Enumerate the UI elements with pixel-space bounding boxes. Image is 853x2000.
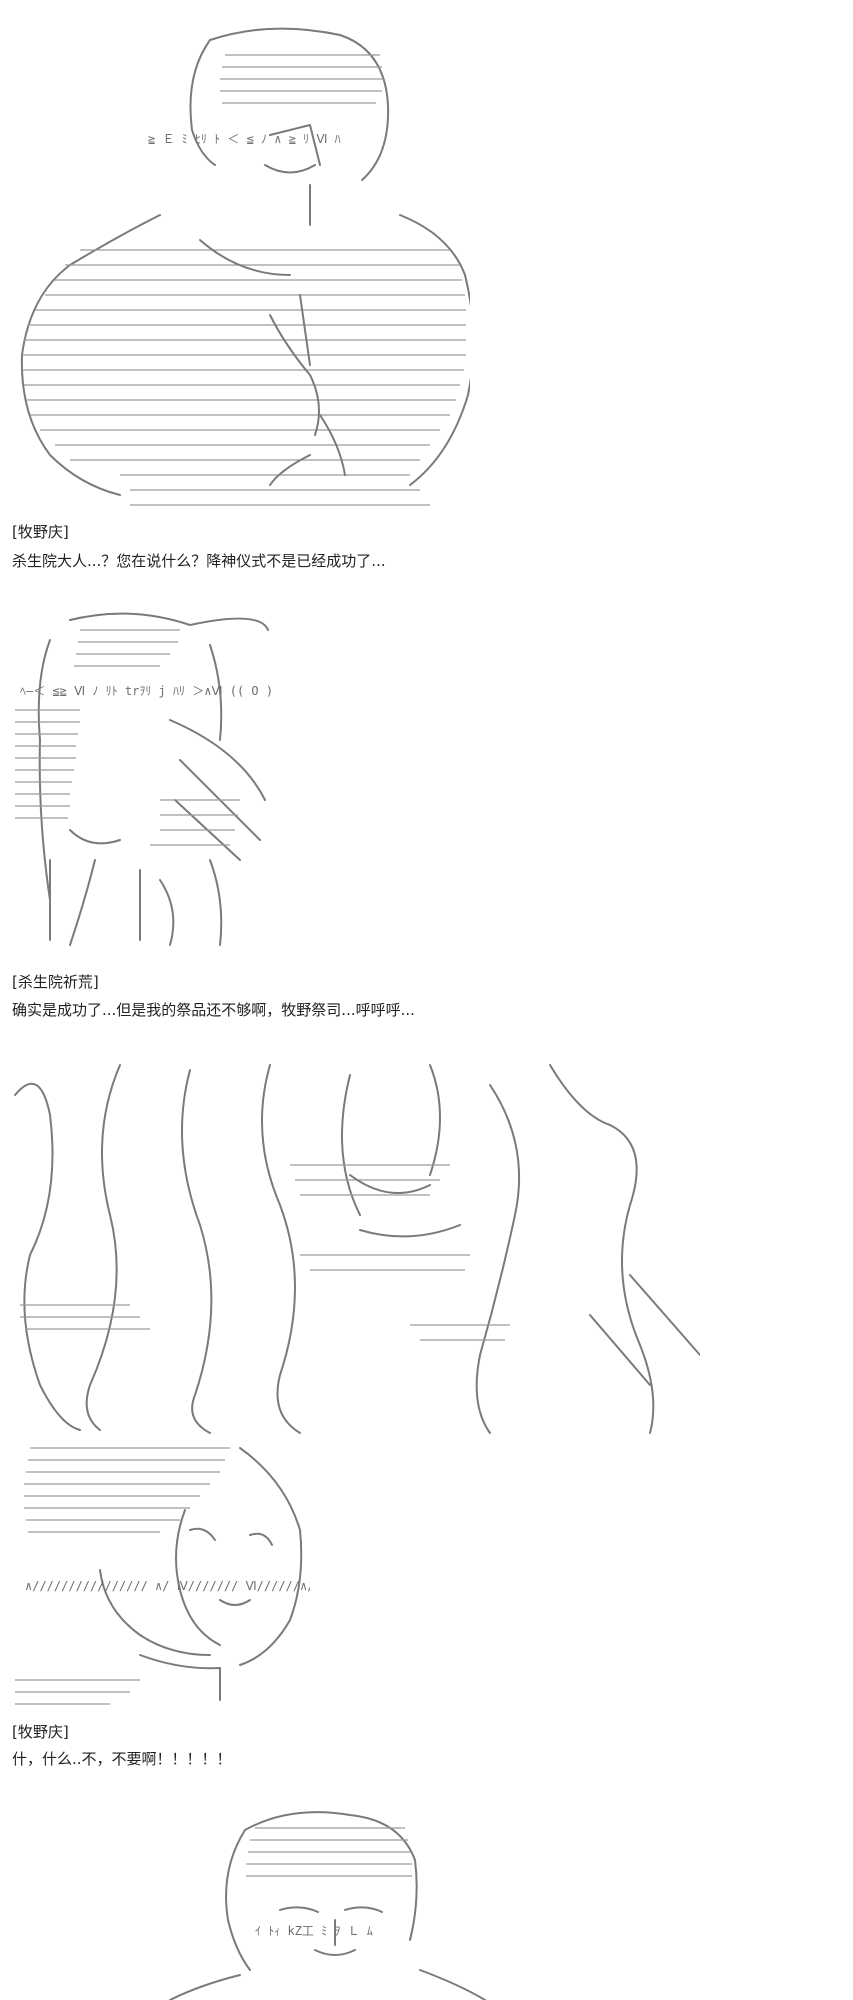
speaker-label: [牧野庆] xyxy=(12,1723,69,1741)
speaker-label: [牧野庆] xyxy=(12,523,69,541)
ascii-art-kiara-drawing: ﾍ―＜ ≦≧ Ⅵ ﾉ ﾘﾄ trｦﾘ j ﾊﾘ ＞∧Ⅵ (( O )) ﾆ三ヽ … xyxy=(15,612,275,946)
ascii-art-bottom-figure: ｲ ﾄｨ kZ工 ﾐ ｦ Ｌ ﾑ xyxy=(150,1800,490,2000)
ascii-art-makino-portrait: ≧ Ｅ ﾐ ﾋﾘ ﾄ ＜ ≦ ﾉ ∧ ≧ ﾘ Ⅵ ﾊ xyxy=(10,15,470,520)
ascii-art-makino-drawing: ≧ Ｅ ﾐ ﾋﾘ ﾄ ＜ ≦ ﾉ ∧ ≧ ﾘ Ⅵ ﾊ xyxy=(20,27,470,506)
art1-glyph-text: ≧ Ｅ ﾐ ﾋﾘ ﾄ ＜ ≦ ﾉ ∧ ≧ ﾘ Ⅵ ﾊ xyxy=(148,132,341,146)
ascii-art-makino-closeup-drawing: ∧//////////////// ∧/ Ⅳ/////// Ⅵ//////∧/ … xyxy=(15,1447,310,1705)
art5-glyph-text: ｲ ﾄｨ kZ工 ﾐ ｦ Ｌ ﾑ xyxy=(255,1924,373,1938)
art4-glyph-text: ∧//////////////// ∧/ Ⅳ/////// Ⅵ//////∧/ … xyxy=(25,1579,310,1593)
ascii-art-kiara-portrait: ﾍ―＜ ≦≧ Ⅵ ﾉ ﾘﾄ trｦﾘ j ﾊﾘ ＞∧Ⅵ (( O )) ﾆ三ヽ … xyxy=(10,600,275,960)
art2-glyph-text: ﾍ―＜ ≦≧ Ⅵ ﾉ ﾘﾄ trｦﾘ j ﾊﾘ ＞∧Ⅵ (( O )) ﾆ三ヽ … xyxy=(20,684,275,698)
ascii-art-tentacle-drawing xyxy=(14,1064,700,1434)
ascii-art-bottom-figure-drawing: ｲ ﾄｨ kZ工 ﾐ ｦ Ｌ ﾑ xyxy=(169,1811,486,2000)
ascii-art-tentacle-scene xyxy=(10,1055,700,1435)
dialogue-line: 确实是成功了...但是我的祭品还不够啊，牧野祭司...呼呼呼... xyxy=(12,1001,415,1019)
speaker-label: [杀生院祈荒] xyxy=(12,973,99,991)
ascii-art-makino-closeup: ∧//////////////// ∧/ Ⅳ/////// Ⅵ//////∧/ … xyxy=(10,1440,310,1715)
dialogue-line: 杀生院大人...？您在说什么？降神仪式不是已经成功了... xyxy=(12,552,386,570)
dialogue-line: 什，什么..不，不要啊！！！！！ xyxy=(12,1750,232,1768)
